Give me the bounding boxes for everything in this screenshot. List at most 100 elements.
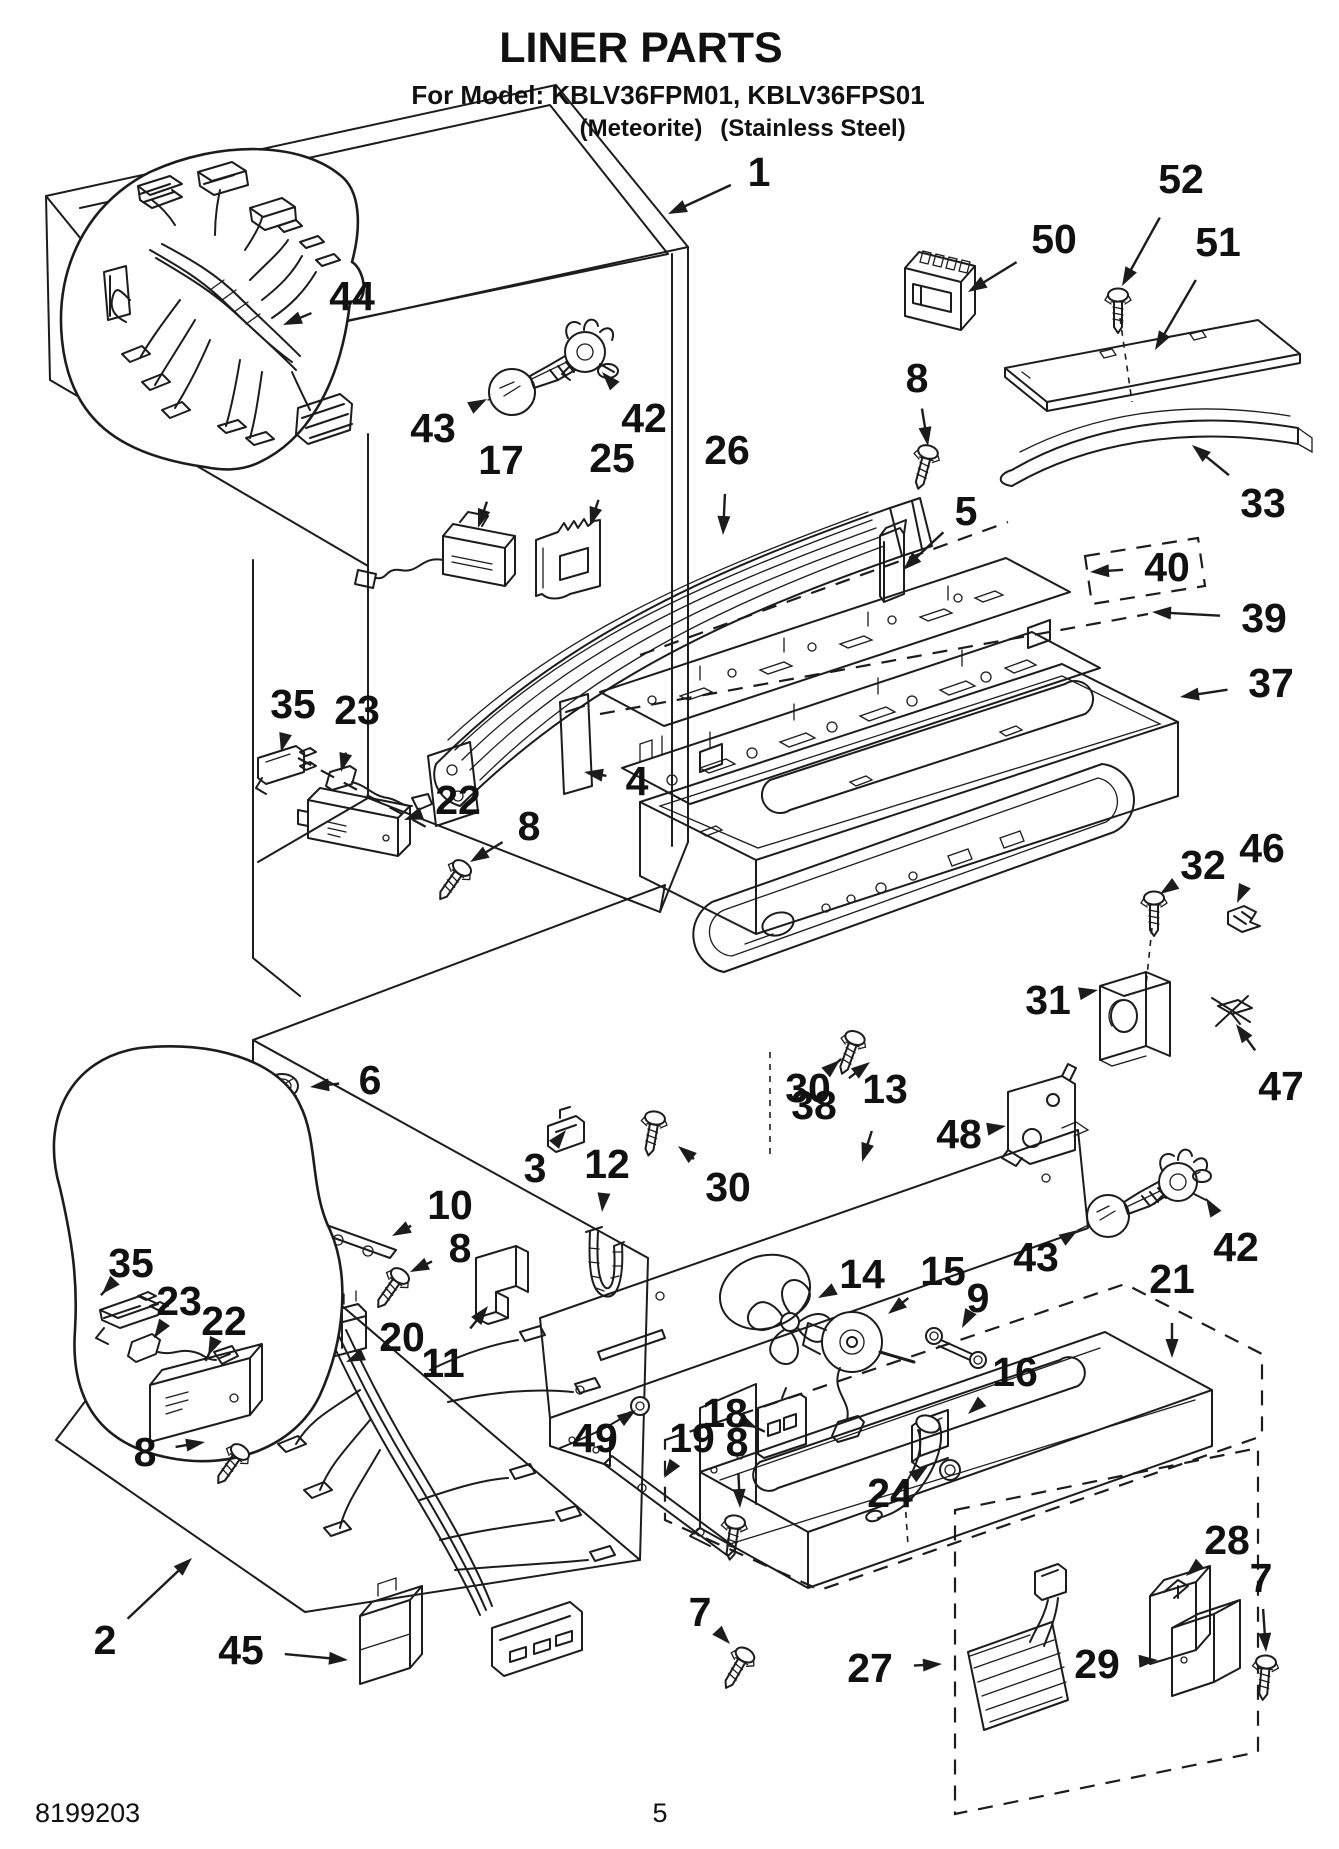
part-number-37: 37 xyxy=(1248,660,1294,706)
callout-42-8: 42 xyxy=(602,372,667,441)
callout-44-1: 44 xyxy=(283,273,375,325)
part-number-50: 50 xyxy=(1031,216,1077,262)
model-subtitle: For Model: KBLV36FPM01, KBLV36FPS01 xyxy=(411,80,924,110)
drain-tube-24 xyxy=(865,1414,943,1523)
part-number-8: 8 xyxy=(449,1225,472,1271)
part-number-11: 11 xyxy=(421,1340,464,1386)
part-number-35: 35 xyxy=(108,1240,154,1286)
cover-plate-48 xyxy=(1001,1063,1077,1167)
part-number-52: 52 xyxy=(1158,156,1204,202)
callout-49-48: 49 xyxy=(572,1410,636,1461)
callout-27-55: 27 xyxy=(847,1645,942,1691)
bulb-socket-top-42 xyxy=(561,318,619,381)
part-number-38: 38 xyxy=(791,1082,837,1128)
part-number-3: 3 xyxy=(524,1145,547,1191)
part-number-23: 23 xyxy=(156,1278,202,1324)
callout-14-41: 14 xyxy=(818,1251,885,1298)
screw-30-lower xyxy=(634,1108,670,1159)
part-number-26: 26 xyxy=(704,427,750,473)
callout-43-45: 43 xyxy=(1013,1230,1078,1280)
part-number-1: 1 xyxy=(748,149,771,195)
callout-12-31: 12 xyxy=(584,1141,630,1212)
callout-26-11: 26 xyxy=(704,427,750,535)
callout-18-50: 18 xyxy=(702,1390,766,1436)
callout-13-28: 13 xyxy=(861,1066,908,1162)
callout-43-7: 43 xyxy=(410,399,487,451)
control-board-39 xyxy=(621,631,1101,805)
dispenser-tray-37 xyxy=(639,619,1179,935)
support-bracket-25 xyxy=(535,518,601,600)
part-number-15: 15 xyxy=(920,1248,966,1294)
callout-40-13: 40 xyxy=(1090,544,1190,590)
part-number-48: 48 xyxy=(936,1111,982,1157)
dashed-alignment-lines xyxy=(297,317,1264,1816)
part-number-43: 43 xyxy=(1013,1234,1059,1280)
switch-callout-bubble xyxy=(52,1044,344,1463)
part-number-6: 6 xyxy=(359,1057,382,1103)
bulb-socket-right-42 xyxy=(1153,1148,1212,1205)
part-number-16: 16 xyxy=(992,1349,1038,1395)
part-number-10: 10 xyxy=(427,1182,473,1228)
screw-8b xyxy=(428,854,478,908)
control-board-40 xyxy=(599,557,1071,727)
title-block: LINER PARTS For Model: KBLV36FPM01, KBLV… xyxy=(411,24,924,142)
callout-20-35: 20 xyxy=(346,1314,425,1362)
wire-harness-top xyxy=(103,161,353,446)
callout-50-2: 50 xyxy=(968,216,1077,292)
finish-meteorite: (Meteorite) xyxy=(580,115,703,142)
callout-8-34: 8 xyxy=(410,1225,471,1272)
bracket-18 xyxy=(757,1387,807,1459)
callout-42-46: 42 xyxy=(1206,1198,1259,1270)
part-number-47: 47 xyxy=(1258,1063,1304,1109)
footer: 8199203 5 xyxy=(35,1798,668,1828)
screw-32 xyxy=(1140,890,1168,937)
part-number-7: 7 xyxy=(689,1589,712,1635)
light-switch-17 xyxy=(354,511,516,589)
part-number-29: 29 xyxy=(1074,1641,1120,1687)
access-panel-51 xyxy=(1004,319,1301,412)
callout-22-39: 22 xyxy=(201,1298,247,1362)
callout-5-12: 5 xyxy=(903,488,977,570)
callout-35-37: 35 xyxy=(100,1240,154,1296)
callout-25-10: 25 xyxy=(589,435,635,526)
part-number-19: 19 xyxy=(669,1415,715,1461)
part-number-4: 4 xyxy=(626,758,649,804)
part-number-5: 5 xyxy=(955,488,978,534)
thermostat-parts-lower xyxy=(95,1291,263,1443)
callout-33-6: 33 xyxy=(1192,445,1286,526)
callout-8-5: 8 xyxy=(906,355,932,446)
part-number-17: 17 xyxy=(478,437,524,483)
callout-23-17: 23 xyxy=(334,687,380,772)
part-number-21: 21 xyxy=(1149,1256,1195,1302)
part-number-24: 24 xyxy=(867,1470,913,1516)
callout-15-42: 15 xyxy=(888,1248,966,1314)
part-number-28: 28 xyxy=(1204,1517,1250,1563)
callout-23-38: 23 xyxy=(153,1278,202,1339)
part-number-31: 31 xyxy=(1025,977,1071,1023)
part-number-14: 14 xyxy=(839,1251,885,1297)
callout-10-33: 10 xyxy=(392,1182,473,1236)
part-number-39: 39 xyxy=(1241,595,1287,641)
control-module-50 xyxy=(904,250,976,331)
callout-28-53: 28 xyxy=(1186,1517,1250,1576)
part-number-25: 25 xyxy=(589,435,635,481)
screw-7a xyxy=(1248,1653,1281,1702)
link-strap-9 xyxy=(925,1327,987,1369)
part-number-49: 49 xyxy=(572,1415,618,1461)
callout-3-30: 3 xyxy=(524,1130,566,1191)
callout-39-14: 39 xyxy=(1152,595,1287,641)
callout-7-54: 7 xyxy=(1250,1555,1272,1652)
spacer-block-5 xyxy=(879,519,907,603)
part-number-42: 42 xyxy=(621,395,667,441)
clip-46 xyxy=(1227,905,1261,933)
callout-30-32: 30 xyxy=(678,1146,751,1210)
air-duct-33 xyxy=(999,408,1313,487)
part-number-9: 9 xyxy=(967,1275,990,1321)
callout-24-52: 24 xyxy=(867,1466,928,1516)
clip-3 xyxy=(547,1106,585,1153)
callout-51-4: 51 xyxy=(1155,219,1241,350)
part-number-13: 13 xyxy=(862,1066,908,1112)
callout-1-0: 1 xyxy=(668,149,770,214)
